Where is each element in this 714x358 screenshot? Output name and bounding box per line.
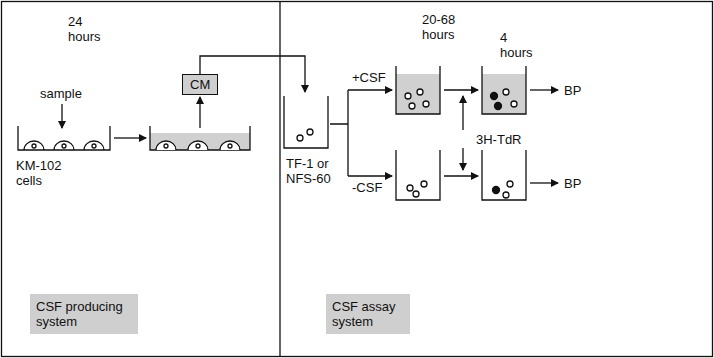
label-text: BP: [564, 83, 581, 98]
beaker: [284, 96, 328, 148]
node-text: CM: [190, 77, 210, 92]
label-text: 3H-TdR: [476, 132, 522, 147]
medium-box: CM: [182, 74, 218, 95]
annotation-label: 20-68 hours: [422, 12, 464, 42]
annotation-label: KM-102 cells: [16, 158, 76, 188]
label-text: sample: [40, 86, 82, 101]
node-text: CSF assay system: [332, 299, 404, 329]
beaker-csf: [396, 66, 440, 114]
beaker-no-csf-labelled: [482, 150, 526, 200]
beaker-no-csf: [396, 150, 440, 200]
annotation-label: 4 hours: [500, 30, 542, 60]
label-text: +CSF: [352, 70, 386, 85]
annotation-label: BP: [564, 83, 581, 98]
arrow: [444, 89, 478, 90]
annotation-label: BP: [564, 176, 581, 191]
branch-line: [330, 90, 348, 176]
label-text: 24 hours: [68, 14, 110, 44]
annotation-label: TF-1 or NFS-60: [286, 156, 342, 186]
culture-tray: [18, 126, 110, 150]
annotation-label: 24 hours: [68, 14, 110, 44]
panel-divider: [279, 2, 280, 357]
arrow: [530, 89, 558, 90]
annotation-label: -CSF: [352, 180, 382, 195]
arrow: [530, 182, 558, 183]
beaker-csf-labelled: [482, 66, 526, 114]
label-text: 20-68 hours: [422, 12, 464, 42]
culture-tray-medium: [150, 126, 250, 150]
annotation-label: +CSF: [352, 70, 386, 85]
label-text: KM-102 cells: [16, 158, 76, 188]
system-box: CSF producing system: [30, 294, 138, 334]
arrow: [444, 175, 478, 176]
label-text: 4 hours: [500, 30, 542, 60]
arrow: [114, 137, 146, 138]
arrow: [462, 96, 463, 130]
arrow: [61, 104, 62, 128]
label-text: BP: [564, 176, 581, 191]
node-text: CSF producing system: [36, 299, 132, 329]
annotation-label: sample: [40, 86, 82, 101]
annotation-label: 3H-TdR: [476, 132, 522, 147]
label-text: -CSF: [352, 180, 382, 195]
arrow: [199, 97, 200, 128]
arrow: [462, 148, 463, 170]
arrow: [348, 89, 392, 90]
system-box: CSF assay system: [326, 294, 410, 334]
label-text: TF-1 or NFS-60: [286, 156, 342, 186]
arrow: [348, 175, 392, 176]
